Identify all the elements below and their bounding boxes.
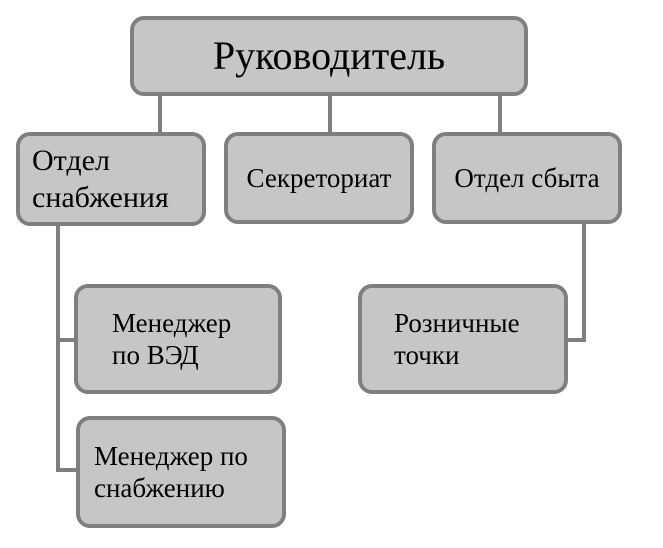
org-box-retail-points: Розничные точки [358, 284, 568, 394]
org-box-sales-department-label: Отдел сбыта [454, 162, 600, 193]
org-box-secretariat-label: Секреториат [246, 162, 392, 193]
org-box-supply-manager: Менеджер по снабжению [76, 416, 286, 528]
org-box-supply-department-line-1: Отдел [32, 143, 110, 177]
org-box-supply-department-line-2: снабжения [32, 181, 169, 214]
connector-supply-trunk [56, 226, 76, 472]
org-box-head-label: Руководитель [212, 33, 446, 78]
org-box-supply-manager-line-2: снабжению [94, 473, 225, 503]
org-box-sales-department: Отдел сбыта [432, 132, 622, 224]
org-box-retail-points-line-1: Розничные [394, 307, 520, 338]
org-box-supply-department: Отдел снабжения [16, 132, 206, 226]
org-box-supply-manager-line-1: Менеджер по [94, 440, 248, 471]
org-box-ved-manager: Менеджер по ВЭД [74, 284, 282, 394]
org-box-retail-points-line-2: точки [394, 340, 460, 370]
org-box-ved-manager-line-2: по ВЭД [112, 340, 199, 370]
connector-sales-retail [568, 224, 586, 342]
org-box-ved-manager-line-1: Менеджер [112, 307, 232, 338]
org-box-head: Руководитель [130, 16, 528, 96]
org-box-secretariat: Секреториат [224, 132, 414, 224]
